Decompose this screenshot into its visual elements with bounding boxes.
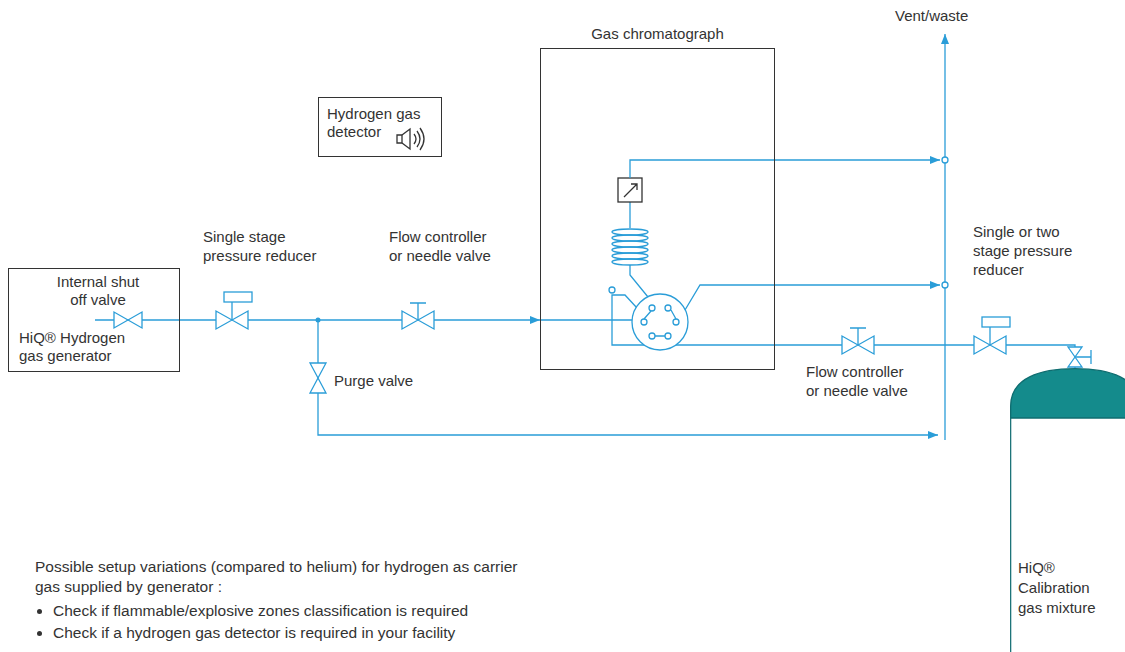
vent-junction [942, 157, 948, 163]
note-item: Check if a hydrogen gas detector is requ… [53, 622, 468, 644]
component-label: Flow controller or needle valve [389, 227, 501, 265]
detector-symbol [618, 178, 642, 202]
box-title: HiQ® Hydrogen gas generator [19, 329, 137, 365]
valve-port [665, 305, 671, 311]
column-coil [612, 235, 648, 241]
column-line [629, 202, 630, 228]
vent-header [944, 34, 945, 440]
reducer-stem [231, 302, 232, 320]
component-label: Flow controller or needle valve [806, 362, 918, 400]
speaker-icon [402, 129, 410, 149]
component-label: Purge valve [334, 371, 434, 390]
column-line [630, 265, 648, 297]
cylinder-label: HiQ® Calibration gas mixture [1018, 558, 1110, 618]
gas-line [540, 319, 632, 320]
component-label: Single stage pressure reducer [203, 227, 328, 265]
shutoff-valve-symbol [114, 312, 142, 328]
cylinder-valve-symbol [1068, 347, 1082, 367]
valve-port [641, 319, 647, 325]
detector-arrow [624, 184, 637, 197]
cylinder-body [1011, 412, 1125, 652]
valve-port [649, 305, 655, 311]
valve-name: Internal shut off valve [49, 273, 147, 309]
vent-line [685, 285, 940, 310]
column-coil [612, 253, 648, 259]
outlet-label: Vent/waste [895, 6, 995, 25]
reducer-diaphragm [224, 292, 252, 302]
column-coil [612, 259, 648, 265]
speaker-icon [397, 135, 402, 143]
purge-line [318, 320, 938, 435]
reducer-diaphragm [982, 317, 1010, 327]
valve-port [649, 333, 655, 339]
valve-channel [644, 310, 676, 336]
valve-port [673, 319, 679, 325]
pressure-reducer-symbol [216, 311, 248, 329]
pressure-reducer-symbol [974, 336, 1006, 354]
sound-waves [414, 128, 424, 150]
gas-line [676, 344, 775, 345]
reducer-stem [989, 327, 990, 345]
vent-junction [942, 282, 948, 288]
gas-cylinder: HiQ® Calibration gas mixture [1010, 368, 1125, 652]
note-heading: Possible setup variations (compared to h… [35, 557, 540, 597]
note-list: Check if flammable/explosive zones class… [35, 600, 468, 644]
needle-valve-symbol [842, 336, 874, 354]
column-coil [612, 247, 648, 253]
cylinder-shoulder [1011, 369, 1125, 418]
note-item: Check if flammable/explosive zones class… [53, 600, 468, 622]
vent-line [630, 160, 940, 178]
loop-fitting [609, 287, 615, 293]
component-label: Single or two stage pressure reducer [973, 222, 1079, 279]
generator-box: Internal shut off valveHiQ® Hydrogen gas… [8, 268, 180, 372]
column-coil [612, 229, 648, 235]
box-heading: Gas chromatograph [541, 25, 774, 43]
box-title: Hydrogen gas detector [327, 105, 433, 141]
purge-valve-symbol [310, 363, 326, 393]
rotary-valve-symbol [632, 294, 688, 350]
valve-port [665, 333, 671, 339]
detector-box: Hydrogen gas detector [318, 97, 442, 157]
instrument-box: Gas chromatograph [540, 48, 775, 370]
column-coil [612, 241, 648, 247]
needle-valve-symbol [402, 311, 434, 329]
